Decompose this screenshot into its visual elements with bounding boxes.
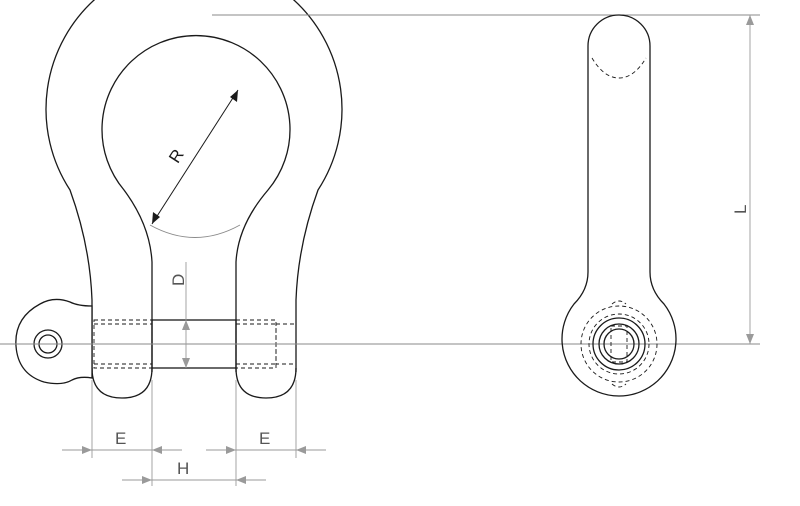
shackle-foot-left (91, 367, 153, 399)
length-arrow-top (746, 15, 754, 25)
length-label: L (731, 205, 750, 214)
shackle-bow-inner (101, 35, 291, 372)
side-pin-hidden-ring-2 (588, 313, 650, 375)
side-pin-hidden-ring (580, 305, 658, 383)
eye-right-arrow-a (226, 446, 236, 454)
diameter-label: D (169, 274, 188, 286)
diameter-arrow-bottom (182, 358, 190, 368)
side-pin-ring (598, 323, 640, 365)
side-view: L (212, 14, 760, 397)
inner-circle-hint (149, 224, 241, 238)
eye-right-label: E (259, 429, 270, 448)
gap-arrow-a (142, 476, 152, 484)
front-view: R D E E H (0, 0, 760, 486)
side-pin-hidden-rect (610, 325, 628, 363)
eye-left-arrow-b (152, 446, 162, 454)
side-pin-outer (592, 317, 646, 371)
eye-left-label: E (115, 429, 126, 448)
eye-left-arrow-a (82, 446, 92, 454)
pin-eye (15, 298, 93, 385)
eye-right-arrow-b (296, 446, 306, 454)
gap-arrow-b (236, 476, 246, 484)
side-pin-inner (603, 328, 635, 360)
radius-label: R (165, 146, 188, 167)
radius-arrow-b (230, 90, 238, 102)
gap-label: H (177, 459, 189, 478)
side-body (561, 14, 677, 397)
shackle-foot-right (235, 367, 297, 399)
diameter-arrow-top (182, 320, 190, 330)
side-pin-hidden-top (611, 300, 627, 305)
side-top-hidden (591, 57, 647, 79)
side-pin-hidden-bottom (611, 383, 627, 388)
radius-arrow-a (152, 212, 160, 224)
shackle-bow-outer (45, 0, 343, 372)
length-arrow-bottom (746, 334, 754, 344)
pin-hidden-left (93, 319, 153, 369)
radius-dimension-line (151, 89, 239, 225)
